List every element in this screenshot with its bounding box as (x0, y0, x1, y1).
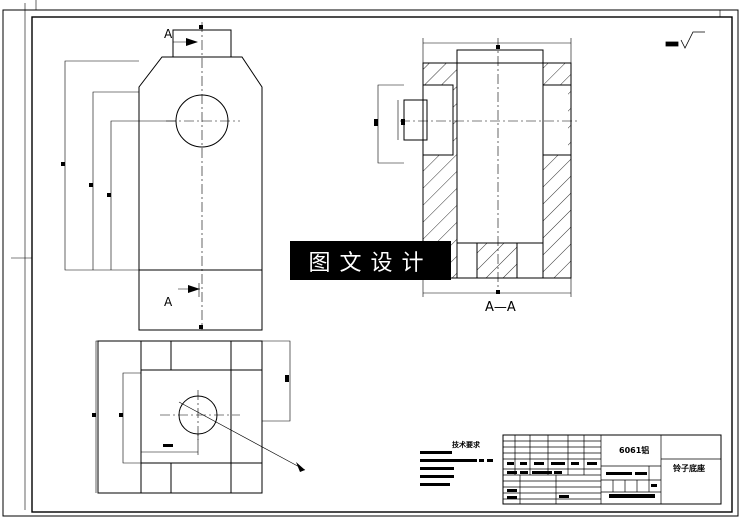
title-block (502, 434, 722, 505)
material-text: 6061铝 (619, 445, 649, 455)
front-view (138, 29, 263, 331)
title-block-fills (507, 462, 657, 499)
section-view-label: A—A (485, 300, 516, 315)
top-view-ticks (92, 375, 305, 472)
top-view-centerlines (160, 390, 240, 440)
section-view: A—A (374, 38, 578, 315)
section-letter-bottom: A (164, 295, 173, 309)
part-name-text: 铃子底座 (673, 463, 705, 473)
top-view-dimensions (95, 340, 306, 493)
front-view-centerlines (166, 22, 240, 330)
front-view-dimensions (64, 32, 200, 297)
watermark-banner: 图文设计 (290, 241, 451, 280)
tech-requirements: 技术要求 (420, 440, 493, 486)
surface-roughness-icon (665, 31, 705, 49)
dimension-ticks (61, 25, 203, 329)
section-letter-top: A (164, 27, 173, 41)
tech-requirements-title: 技术要求 (452, 440, 481, 449)
